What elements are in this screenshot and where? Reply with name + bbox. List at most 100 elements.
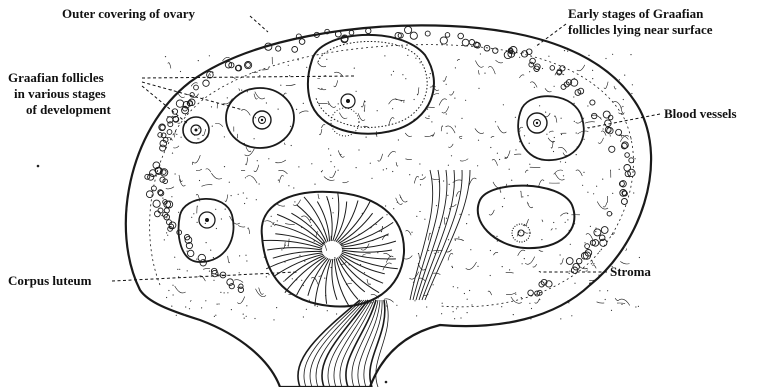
stroma-fiber [285,224,295,225]
surface-follicle [246,63,251,68]
stroma-stipple [256,199,257,200]
stroma-stipple [574,78,575,79]
stroma-stipple [246,260,247,261]
stroma-stipple [595,231,596,232]
stroma-stipple [471,304,472,305]
stroma-stipple [303,285,304,286]
stroma-stipple [610,135,611,136]
stroma-stipple [229,182,230,183]
stroma-stipple [243,314,244,315]
stroma-stipple [405,78,406,79]
stroma-stipple [612,193,613,194]
stroma-stipple [480,53,481,54]
stroma-fiber [414,176,419,183]
stroma-stipple [598,275,599,276]
surface-follicle [167,130,172,135]
stroma-fiber [441,126,443,131]
stroma-stipple [546,134,547,135]
stroma-fiber [168,63,171,69]
stroma-stipple [561,134,562,135]
stroma-fiber [491,136,494,138]
stroma-stipple [560,318,561,319]
stroma-stipple [599,251,600,252]
stroma-fiber [597,202,608,210]
stroma-stipple [203,97,204,98]
stroma-stipple [431,121,432,122]
stroma-stipple [529,71,530,72]
stroma-stipple [534,87,535,88]
stroma-fiber [525,257,535,265]
stroma-fiber [586,234,593,241]
stroma-stipple [522,263,523,264]
stroma-fiber [197,206,198,214]
stroma-fiber [549,131,554,132]
stroma-stipple [321,171,322,172]
stroma-stipple [605,299,606,300]
stroma-stipple [539,271,540,272]
stroma-stipple [386,168,387,169]
stroma-stipple [166,297,167,298]
stroma-stipple [239,272,240,273]
stroma-stipple [239,255,240,256]
stroma-fiber [560,258,563,264]
stroma-stipple [619,169,620,170]
stroma-stipple [539,299,540,300]
stroma-stipple [563,175,564,176]
stroma-stipple [524,258,525,259]
stroma-stipple [227,97,228,98]
stroma-stipple [213,280,214,281]
leader-early-stages [535,24,566,47]
stroma-stipple [268,158,269,159]
stroma-stipple [266,102,267,103]
stroma-stipple [420,184,421,185]
stroma-fiber [558,147,567,152]
stroma-stipple [246,305,247,306]
stroma-stipple [162,198,163,199]
stroma-stipple [609,131,610,132]
stroma-fiber [321,125,325,128]
stroma-stipple [457,287,458,288]
stroma-fiber [551,229,553,231]
stroma-stipple [515,117,516,118]
stroma-stipple [266,276,267,277]
stroma-stipple [161,215,162,216]
stroma-fiber [545,113,551,117]
luteum-fold [340,256,383,284]
stroma-fiber [318,62,326,66]
stroma-fiber [259,288,264,295]
stroma-stipple [278,180,279,181]
stroma-stipple [210,250,211,251]
stroma-stipple [311,225,312,226]
stroma-fiber [228,256,230,263]
stroma-stipple [455,67,456,68]
stroma-stipple [205,300,206,301]
stroma-stipple [599,290,600,291]
stroma-fiber [506,272,514,273]
stroma-stipple [529,303,530,304]
stroma-stipple [455,240,456,241]
stroma-fiber [343,181,349,182]
stroma-stipple [356,167,357,168]
stroma-stipple [306,309,307,310]
stroma-fiber [519,127,523,131]
stroma-fiber [278,170,287,174]
stroma-stipple [592,78,593,79]
stroma-stipple [629,176,630,177]
stroma-stipple [458,237,459,238]
stroma-fiber [496,60,503,63]
stroma-stipple [246,316,247,317]
surface-follicle [276,46,281,51]
stroma-fiber [405,133,412,137]
stroma-stipple [424,219,425,220]
stroma-stipple [583,172,584,173]
stroma-stipple [172,153,173,154]
surface-follicle [629,158,634,163]
stroma-stipple [176,315,177,316]
stroma-stipple [553,222,554,223]
stroma-stipple [428,250,429,251]
stroma-stipple [415,58,416,59]
stroma-stipple [573,96,574,97]
stroma-fiber [361,244,369,251]
stroma-stipple [370,163,371,164]
stroma-stipple [611,310,612,311]
